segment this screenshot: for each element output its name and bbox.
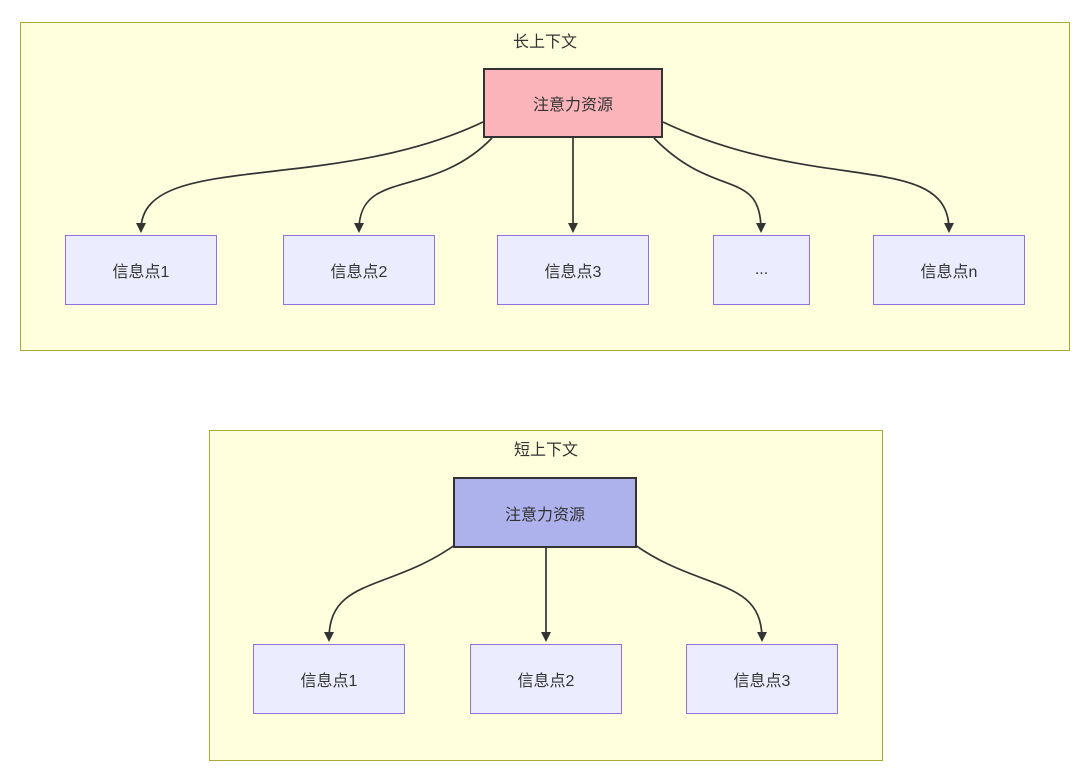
node-short-info-1: 信息点1	[253, 644, 405, 714]
node-long-info-ellipsis: ...	[713, 235, 810, 305]
cluster-long-context-title: 长上下文	[512, 34, 577, 51]
node-long-info-1: 信息点1	[65, 235, 217, 305]
cluster-short-context-title: 短上下文	[513, 442, 578, 459]
node-attention-resource-long: 注意力资源	[483, 68, 663, 138]
node-long-info-3: 信息点3	[497, 235, 649, 305]
node-long-info-n: 信息点n	[873, 235, 1025, 305]
node-long-info-2: 信息点2	[283, 235, 435, 305]
node-attention-resource-short: 注意力资源	[453, 477, 637, 548]
node-short-info-2: 信息点2	[470, 644, 622, 714]
node-short-info-3: 信息点3	[686, 644, 838, 714]
